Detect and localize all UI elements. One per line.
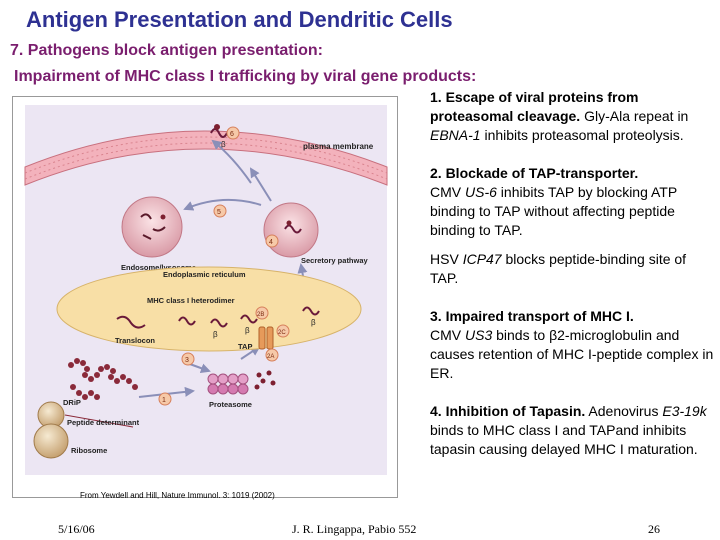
secretory-vesicle — [263, 202, 319, 258]
translocon-label: Translocon — [115, 336, 155, 345]
slide-subheading: Impairment of MHC class I trafficking by… — [14, 68, 477, 85]
slide-subtitle: 7. Pathogens block antigen presentation: — [10, 42, 323, 59]
step-5-badge — [213, 204, 227, 218]
svg-text:β: β — [213, 330, 218, 339]
endoplasmic-reticulum — [56, 266, 362, 352]
figure-credit: From Yewdell and Hill, Nature Immunol. 3… — [80, 491, 275, 500]
peptide-fragments — [254, 370, 276, 390]
step-2b-label: 2B — [257, 312, 264, 318]
step-1-label: 1 — [162, 397, 166, 404]
svg-text:β: β — [311, 318, 316, 327]
translocon — [116, 315, 146, 329]
step-6-badge — [226, 126, 240, 140]
proteasome — [207, 373, 249, 395]
step-5-label: 5 — [217, 209, 221, 216]
secretory-label: Secretory pathway — [301, 256, 369, 265]
step-6-label: 6 — [230, 131, 234, 138]
endosome — [121, 196, 183, 258]
point-3: 3. Impaired transport of MHC I.CMV US3 b… — [430, 308, 714, 381]
footer-page-number: 26 — [648, 522, 660, 536]
step-4-badge — [265, 234, 279, 248]
ribosome-label: Ribosome — [71, 446, 107, 455]
er-mhc-molecules — [178, 306, 320, 328]
peptide-pointer — [64, 414, 134, 428]
ribosome — [33, 401, 69, 459]
surface-mhc: β — [210, 124, 228, 149]
step-2a-badge — [265, 348, 279, 362]
plasma-membrane-label: plasma membrane — [303, 142, 374, 151]
step-3-badge — [181, 352, 195, 366]
step-4-label: 4 — [269, 239, 273, 246]
points-column: 1. Escape of viral proteins from proteas… — [416, 88, 716, 478]
footer-author: J. R. Lingappa, Pabio 552 — [292, 522, 417, 536]
step-2c-label: 2C — [278, 330, 286, 336]
proteasome-label: Proteasome — [209, 400, 252, 409]
svg-text:β: β — [245, 326, 250, 335]
step-3-label: 3 — [185, 357, 189, 364]
pathway-diagram: plasma membrane β 6 Endosome/lysosome Se… — [24, 105, 388, 475]
peptide-label: Peptide determinant — [67, 418, 140, 427]
pathway-figure: plasma membrane β 6 Endosome/lysosome Se… — [12, 96, 398, 498]
drip-chain — [68, 358, 138, 400]
step-1-badge — [158, 392, 172, 406]
er-label: Endoplasmic reticulum — [163, 270, 246, 279]
point-2: 2. Blockade of TAP-transporter.CMV US-6 … — [430, 165, 677, 238]
endosome-label: Endosome/lysosome — [121, 263, 196, 272]
point-1: 1. Escape of viral proteins from proteas… — [430, 89, 689, 143]
footer-date: 5/16/06 — [58, 522, 95, 536]
step-2b-badge — [255, 306, 269, 320]
mhc-label: MHC class I heterodimer — [147, 296, 235, 305]
tap-label: TAP — [238, 342, 252, 351]
svg-text:β: β — [221, 140, 226, 149]
plasma-membrane — [24, 130, 388, 186]
point-4: 4. Inhibition of Tapasin. Adenovirus E3-… — [430, 403, 707, 457]
slide-title: Antigen Presentation and Dendritic Cells — [26, 7, 453, 32]
step-2c-badge — [276, 324, 290, 338]
drip-label: DRiP — [63, 398, 81, 407]
point-2-hsv: HSV ICP47 blocks peptide-binding site of… — [430, 251, 687, 286]
step-2a-label: 2A — [267, 354, 274, 360]
